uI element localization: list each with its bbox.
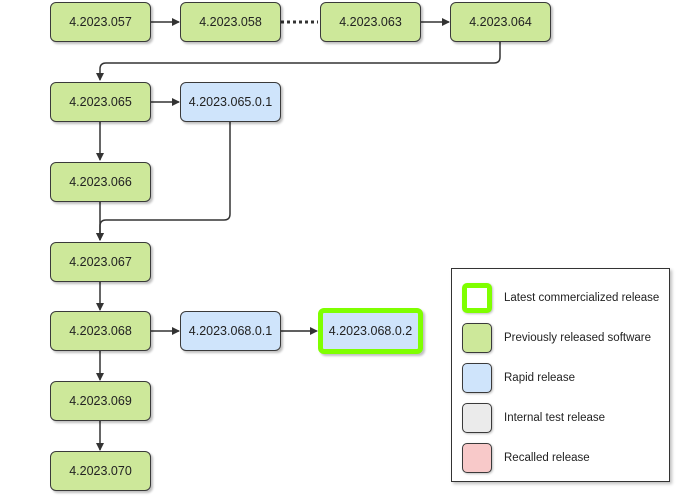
node-4-2023-067[interactable]: 4.2023.067 — [50, 242, 151, 282]
node-4-2023-070[interactable]: 4.2023.070 — [50, 451, 151, 491]
legend-swatch-previously-released — [462, 323, 492, 353]
edge-065_0_1-067 — [96, 122, 231, 241]
legend-item-rapid: Rapid release — [460, 363, 665, 395]
node-4-2023-065[interactable]: 4.2023.065 — [50, 82, 151, 122]
legend-swatch-recalled — [462, 443, 492, 473]
legend: Latest commercialized release Previously… — [451, 268, 670, 482]
edge-064-065 — [96, 42, 501, 81]
legend-swatch-latest — [462, 283, 492, 313]
legend-item-internal-test: Internal test release — [460, 403, 665, 435]
legend-label-previously-released: Previously released software — [504, 332, 652, 344]
node-4-2023-063[interactable]: 4.2023.063 — [320, 2, 421, 42]
legend-swatch-rapid — [462, 363, 492, 393]
node-4-2023-068-0-2[interactable]: 4.2023.068.0.2 — [318, 308, 423, 354]
node-4-2023-058[interactable]: 4.2023.058 — [180, 2, 281, 42]
node-4-2023-064[interactable]: 4.2023.064 — [450, 2, 551, 42]
legend-item-recalled: Recalled release — [460, 443, 665, 475]
node-4-2023-068-0-1[interactable]: 4.2023.068.0.1 — [180, 311, 281, 351]
legend-label-recalled: Recalled release — [504, 452, 590, 464]
legend-swatch-internal-test — [462, 403, 492, 433]
legend-item-previously-released: Previously released software — [460, 323, 665, 355]
legend-item-latest: Latest commercialized release — [460, 283, 665, 315]
legend-label-internal-test: Internal test release — [504, 412, 606, 424]
node-4-2023-065-0-1[interactable]: 4.2023.065.0.1 — [180, 82, 281, 122]
legend-label-latest: Latest commercialized release — [504, 292, 660, 304]
node-4-2023-069[interactable]: 4.2023.069 — [50, 381, 151, 421]
node-4-2023-066[interactable]: 4.2023.066 — [50, 162, 151, 202]
legend-label-rapid: Rapid release — [504, 372, 575, 384]
node-4-2023-057[interactable]: 4.2023.057 — [50, 2, 151, 42]
node-4-2023-068[interactable]: 4.2023.068 — [50, 311, 151, 351]
